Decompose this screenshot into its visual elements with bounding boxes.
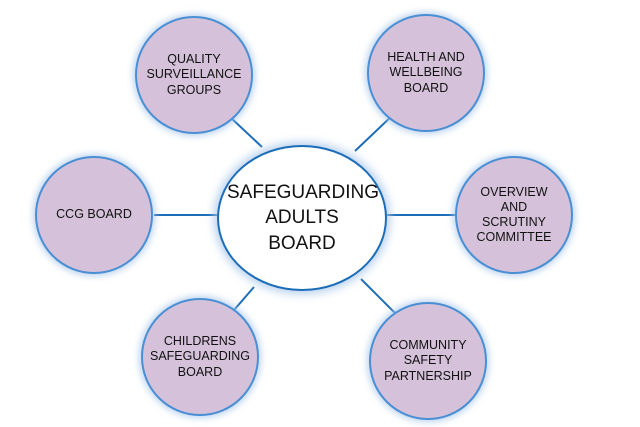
label-line: SURVEILLANCE — [146, 67, 242, 82]
label-line: COMMITTEE — [476, 230, 552, 245]
node-label: CCG BOARD — [38, 207, 150, 222]
node-community-safety-partnership: COMMUNITY SAFETY PARTNERSHIP — [369, 302, 487, 420]
label-line: WELLBEING — [389, 65, 463, 80]
label-line: BOARD — [177, 364, 223, 379]
node-label: HEALTH AND WELLBEING BOARD — [370, 50, 482, 96]
center-node-safeguarding-adults-board: SAFEGUARDING ADULTS BOARD — [217, 145, 387, 291]
label-line: OVERVIEW — [480, 184, 548, 199]
label-line: PARTNERSHIP — [384, 368, 472, 383]
center-label: SAFEGUARDING ADULTS BOARD — [227, 180, 380, 257]
label-line: ADULTS — [265, 207, 339, 229]
label-line: SAFETY — [403, 353, 453, 368]
label-line: HEALTH AND — [387, 50, 465, 65]
node-ccg-board: CCG BOARD — [35, 156, 153, 274]
node-label: QUALITY SURVEILLANCE GROUPS — [138, 52, 250, 98]
label-line: SAFEGUARDING — [227, 181, 380, 203]
node-childrens-safeguarding-board: CHILDRENS SAFEGUARDING BOARD — [141, 298, 259, 416]
node-label: OVERVIEW AND SCRUTINY COMMITTEE — [458, 185, 570, 246]
label-line: SCRUTINY — [482, 215, 546, 229]
label-line: BOARD — [403, 80, 449, 95]
node-health-and-wellbeing-board: HEALTH AND WELLBEING BOARD — [367, 14, 485, 132]
label-line: CCG BOARD — [56, 207, 132, 222]
label-line: BOARD — [268, 232, 336, 254]
connector-community-safety-partnership — [360, 278, 397, 315]
label-line: AND — [500, 199, 528, 214]
label-line: CHILDRENS — [163, 334, 237, 349]
label-line: COMMUNITY — [389, 338, 467, 353]
label-line: GROUPS — [166, 82, 222, 97]
node-label: CHILDRENS SAFEGUARDING BOARD — [144, 334, 256, 380]
label-line: QUALITY — [167, 52, 221, 67]
connector-health-and-wellbeing-board — [354, 112, 396, 152]
node-quality-surveillance-groups: QUALITY SURVEILLANCE GROUPS — [135, 16, 253, 134]
node-overview-and-scrutiny-committee: OVERVIEW AND SCRUTINY COMMITTEE — [455, 156, 573, 274]
label-line: SAFEGUARDING — [149, 349, 250, 364]
connector-quality-surveillance-groups — [229, 116, 263, 148]
node-label: COMMUNITY SAFETY PARTNERSHIP — [372, 338, 484, 384]
